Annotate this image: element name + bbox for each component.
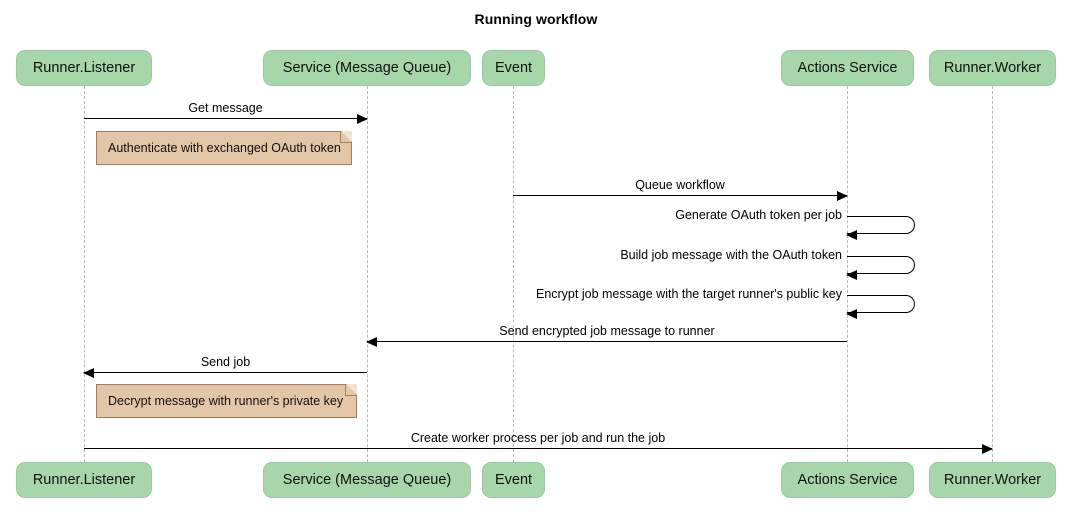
participant-label: Actions Service — [797, 472, 898, 488]
note-folded-corner-icon — [346, 384, 357, 395]
message-send-encrypted-job-message-to-runner — [366, 336, 847, 347]
page-title: Running workflow — [474, 11, 598, 27]
participant-label: Runner.Worker — [943, 472, 1042, 488]
note-fold-edge — [345, 384, 357, 396]
lifeline-runner-worker — [992, 86, 993, 462]
participant-runner-listener-bottom[interactable]: Runner.Listener — [16, 462, 152, 498]
participant-runner-worker-top[interactable]: Runner.Worker — [929, 50, 1056, 86]
participant-label: Service (Message Queue) — [282, 60, 452, 76]
arrowhead-left-icon — [846, 269, 857, 280]
participant-label: Runner.Listener — [32, 472, 136, 488]
note-decrypt-message-with-runners-private-key: Decrypt message with runner's private ke… — [96, 384, 357, 418]
participant-label: Runner.Listener — [32, 60, 136, 76]
self-message-build-job-message-with-the-oauth-token — [846, 256, 915, 280]
message-label-send-encrypted-job-message-to-runner: Send encrypted job message to runner — [499, 324, 715, 338]
participant-label: Runner.Worker — [943, 60, 1042, 76]
participant-label: Event — [494, 60, 533, 76]
lifeline-runner-listener — [84, 86, 85, 462]
arrowhead-left-icon — [83, 367, 94, 378]
note-folded-corner-icon — [341, 131, 352, 142]
arrowhead-left-icon — [846, 308, 857, 319]
arrowhead-right-icon — [357, 113, 368, 124]
arrowhead-left-icon — [846, 229, 857, 240]
note-label: Authenticate with exchanged OAuth token — [108, 141, 341, 155]
participant-label: Service (Message Queue) — [282, 472, 452, 488]
message-label-queue-workflow: Queue workflow — [635, 178, 725, 192]
message-label-send-job: Send job — [200, 355, 251, 369]
participant-runner-listener-top[interactable]: Runner.Listener — [16, 50, 152, 86]
lifeline-event — [513, 86, 514, 462]
participant-label: Actions Service — [797, 60, 898, 76]
message-label-create-worker-process-per-job-and-run-the-job: Create worker process per job and run th… — [410, 431, 666, 445]
lifeline-service-message-queue — [367, 86, 368, 462]
participant-service-message-queue-bottom[interactable]: Service (Message Queue) — [263, 462, 471, 498]
participant-service-message-queue-top[interactable]: Service (Message Queue) — [263, 50, 471, 86]
message-label-get-message: Get message — [188, 101, 263, 115]
participant-runner-worker-bottom[interactable]: Runner.Worker — [929, 462, 1056, 498]
participant-event-top[interactable]: Event — [482, 50, 545, 86]
participant-actions-service-top[interactable]: Actions Service — [781, 50, 914, 86]
arrowhead-left-icon — [366, 336, 377, 347]
participant-event-bottom[interactable]: Event — [482, 462, 545, 498]
note-authenticate-with-exchanged-oauth-token: Authenticate with exchanged OAuth token — [96, 131, 352, 165]
message-label-build-job-message-with-the-oauth-token: Build job message with the OAuth token — [620, 248, 842, 262]
message-get-message — [84, 113, 368, 124]
message-label-encrypt-job-message-with-the-target-runners-public-key: Encrypt job message with the target runn… — [535, 287, 842, 301]
message-send-job — [83, 367, 367, 378]
note-fold-edge — [340, 131, 352, 143]
note-label: Decrypt message with runner's private ke… — [108, 394, 344, 408]
participant-actions-service-bottom[interactable]: Actions Service — [781, 462, 914, 498]
self-message-generate-oauth-token-per-job — [846, 216, 915, 240]
message-queue-workflow — [513, 190, 848, 201]
arrowhead-right-icon — [837, 190, 848, 201]
message-label-generate-oauth-token-per-job: Generate OAuth token per job — [675, 208, 842, 222]
self-message-encrypt-job-message-with-the-target-runners-public-key — [846, 295, 915, 319]
message-create-worker-process-per-job-and-run-the-job — [84, 443, 993, 454]
participant-label: Event — [494, 472, 533, 488]
arrowhead-right-icon — [982, 443, 993, 454]
